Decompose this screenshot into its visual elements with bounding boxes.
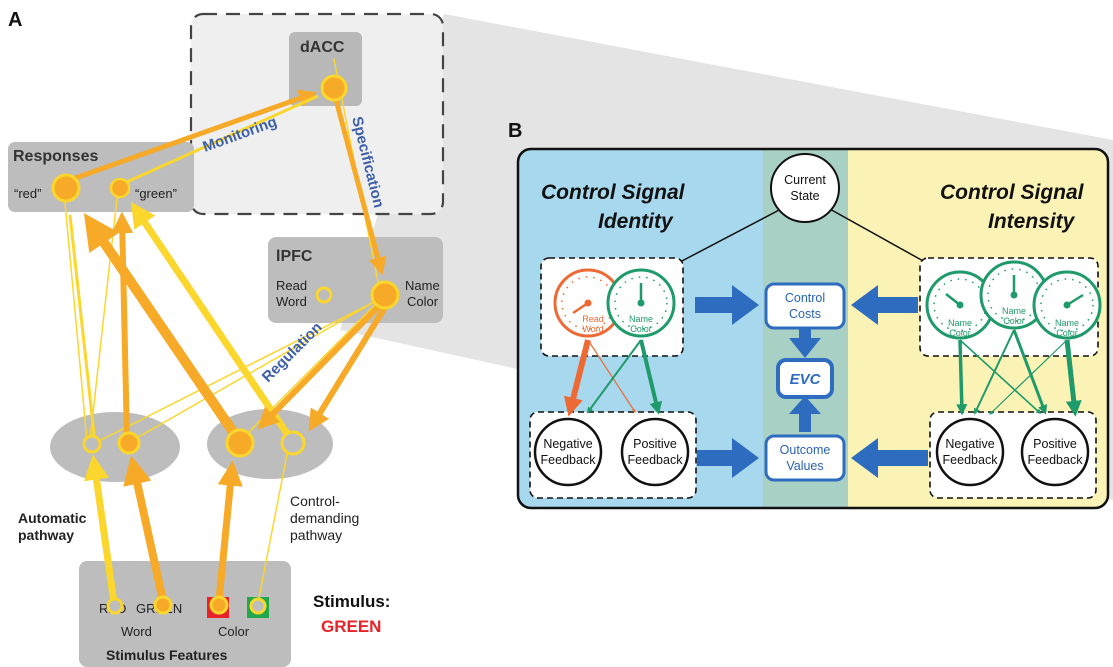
stim-word-label: Word [121,624,152,639]
identity-title-2: Identity [598,210,674,233]
in-neg-2: Feedback [943,453,999,467]
responses-title: Responses [13,148,98,165]
outcome-values-2: Values [786,459,823,473]
stim-color-label: Color [218,624,250,639]
in-pos-2: Feedback [1028,453,1084,467]
id-pos-2: Feedback [628,453,684,467]
dial-name-1: Name [629,314,653,324]
id-pos-1: Positive [633,437,677,451]
dial-high-2: Color [1056,328,1078,338]
in-neg-1: Negative [945,437,994,451]
dial-mid-1: Name [1002,306,1026,316]
evc-label: EVC [790,371,822,388]
dial-read-1: Read [582,314,604,324]
current-state-node [770,153,840,223]
intensity-title-1: Control Signal [940,181,1085,204]
lpfc-word: Word [276,294,307,309]
panel-a-connections [63,58,390,604]
name-color-dial-identity: Name Color [606,268,676,338]
dacc-label: dACC [300,39,345,56]
name-color-dial-high: Name Color [1032,270,1102,340]
intensity-negative-feedback [935,417,1005,487]
dacc-region [189,12,445,216]
outcome-values-1: Outcome [780,443,831,457]
lpfc-read: Read [276,278,307,293]
identity-negative-feedback [533,417,603,487]
outcome-values-box [764,434,846,482]
panel-a-nodes [51,74,400,615]
control-label-1: Control- [290,493,340,509]
stim-features-title: Stimulus Features [106,647,228,663]
control-label-2: demanding [290,510,359,526]
intensity-title-2: Intensity [988,210,1076,233]
dial-low-1: Name [948,318,972,328]
word-hidden-ellipse [50,412,180,482]
blue-arrows [695,285,928,478]
panel-a-label: A [8,9,22,31]
stimulus-label: Stimulus: [313,592,390,611]
intensity-positive-feedback [1020,417,1090,487]
panel-b-frame [516,147,1110,510]
current-state-2: State [790,189,819,203]
panel-b: Control Signal Identity Control Signal I… [516,147,1110,510]
automatic-label-2: pathway [18,527,74,543]
evc-box [776,358,834,399]
lpfc-color: Color [407,294,439,309]
dial-low-2: Color [949,328,971,338]
lpfc-name: Name [405,278,440,293]
stimulus-value: GREEN [321,617,381,636]
dial-read-2: Word [582,324,603,334]
stimulus-features-box [79,561,291,667]
control-costs-1: Control [785,291,825,305]
control-label-3: pathway [290,527,342,543]
dial-mid-2: Color [1003,316,1025,326]
lpfc-title: lPFC [276,248,313,265]
identity-positive-feedback [620,417,690,487]
lpfc-box [268,237,443,323]
identity-title-1: Control Signal [541,181,686,204]
control-costs-box [764,282,846,330]
in-pos-1: Positive [1033,437,1077,451]
id-neg-2: Feedback [541,453,597,467]
current-state-1: Current [784,173,826,187]
dial-name-2: Color [630,324,652,334]
id-neg-1: Negative [543,437,592,451]
dial-high-1: Name [1055,318,1079,328]
panel-b-label: B [508,120,522,142]
regulation-label: Regulation [259,319,326,386]
response-green-label: “green” [135,186,177,201]
response-red-label: “red” [14,186,41,201]
automatic-label-1: Automatic [18,510,87,526]
control-costs-2: Costs [789,307,821,321]
